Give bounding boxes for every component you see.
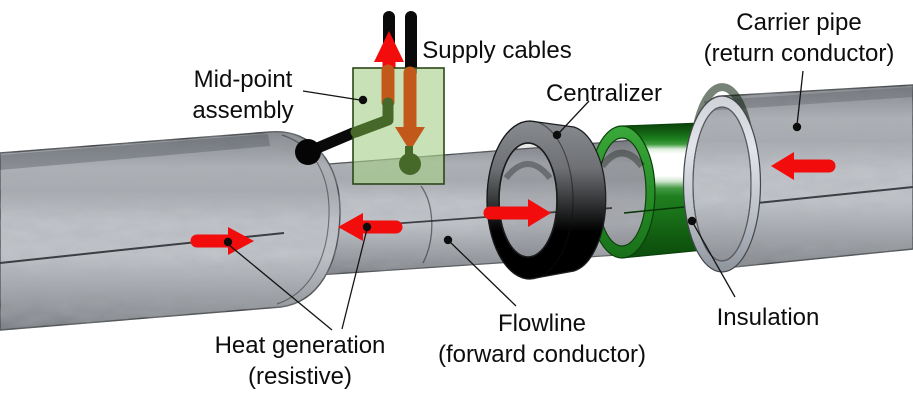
orange-down-arrowhead [395,127,425,151]
flowline-joint-arc [420,185,433,264]
centralizer-ring [486,120,607,280]
label-centralizer: Centralizer [546,78,662,109]
leader-insulation [692,222,736,298]
leader-heat-left [228,244,333,331]
supply-cables-group [295,11,417,165]
label-carrier-pipe: Carrier pipe (return conductor) [704,7,895,69]
insulation-ring [588,125,656,259]
current-arrows [190,152,836,255]
label-line: (forward conductor) [437,341,647,368]
carrier-pipe-opening-arrow [771,152,836,180]
label-line: assembly [192,97,294,124]
conductor-elbow [350,97,394,138]
label-line: Insulation [716,304,820,331]
midpoint-assembly-conductors [350,64,425,175]
label-line: Mid-point [193,66,293,93]
left-carrier-pipe [0,131,341,331]
label-mid-point-assembly: Mid-point assembly [192,64,293,126]
label-insulation: Insulation [717,302,820,333]
leader-heat-right [341,228,368,330]
leader-lines [223,70,804,331]
label-line: (return conductor) [703,40,895,67]
right-carrier-pipe [683,84,913,273]
leader-centralizer [558,100,590,134]
label-flowline: Flowline (forward conductor) [438,308,646,370]
label-line: Heat generation [214,332,386,359]
left-carrier-pipe-arrow [190,227,254,255]
label-line: Carrier pipe [736,9,862,36]
carrier-pipe-connection-dot [295,139,321,165]
carrier-pipe-opening-ring [682,95,762,273]
label-line: Supply cables [422,37,572,64]
label-line: Centralizer [545,80,663,107]
label-supply-cables: Supply cables [422,35,571,66]
leader-carrier-pipe [796,70,804,126]
flowline-connection-dot [399,153,421,175]
flowline-centralizer-arrow [483,199,551,227]
leader-midpoint-assembly [302,90,361,101]
label-heat-generation: Heat generation (resistive) [215,330,386,392]
left-pipe-seam-line [0,232,285,264]
right-pipe-seam-line [756,186,913,204]
label-line: (resistive) [247,363,353,390]
supply-cable-arrow [374,31,404,69]
leader-flowline [449,241,517,307]
label-line: Flowline [497,310,587,337]
right-pipe-top-band [704,87,913,111]
left-pipe-top-band [0,134,270,170]
